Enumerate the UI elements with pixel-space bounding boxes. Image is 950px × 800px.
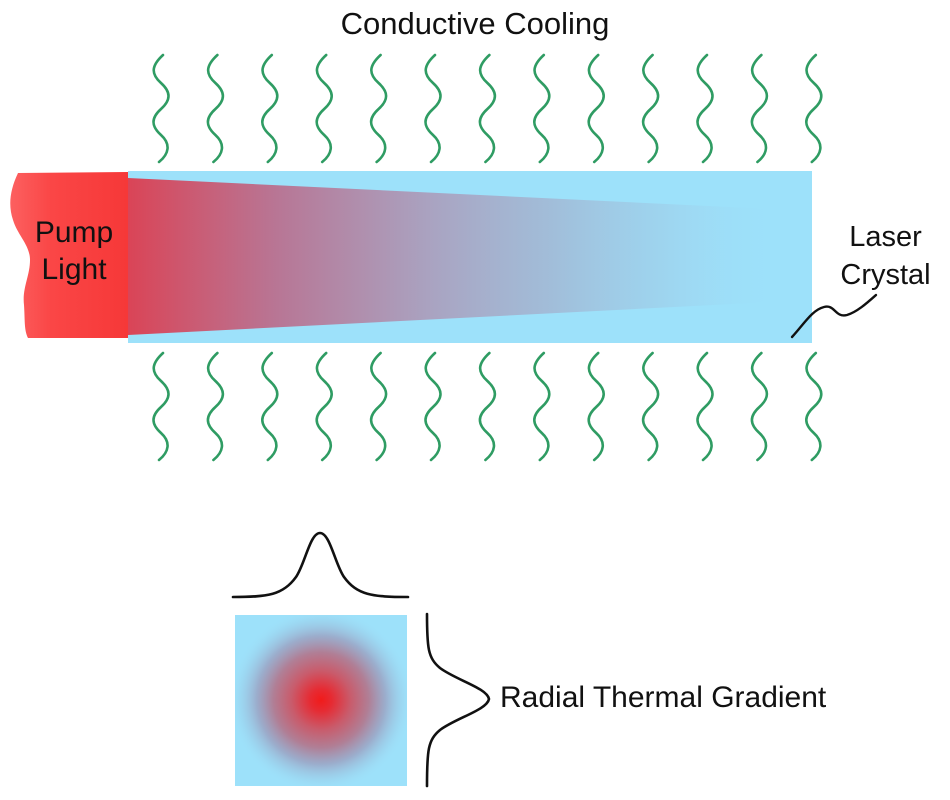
wave-squiggle [369, 53, 388, 164]
laser-crystal-label: Laser Crystal [840, 221, 931, 291]
wave-squiggle [424, 53, 442, 164]
wave-squiggle [206, 53, 225, 164]
wave-squiggle [315, 351, 334, 462]
radial-thermal-gradient-label: Radial Thermal Gradient [500, 681, 827, 714]
wave-squiggle [260, 351, 279, 462]
wave-squiggle [315, 53, 334, 164]
wave-squiggle [152, 351, 170, 462]
crystal-pointer-line [790, 293, 878, 339]
wave-squiggle [587, 351, 606, 462]
wave-squiggle [478, 53, 497, 164]
wave-squiggle [641, 53, 660, 164]
wave-squiggle [478, 351, 497, 462]
wave-squiggle [587, 53, 606, 164]
wave-squiggle [532, 351, 551, 462]
cooling-waves-bottom [152, 351, 823, 462]
pump-beam-cone [128, 178, 812, 335]
wave-squiggle [750, 351, 769, 462]
wave-squiggle [424, 351, 442, 462]
pump-light-label: Pump Light [34, 216, 114, 286]
pump-light-shape [10, 172, 129, 338]
thermal-hotspot [235, 615, 407, 786]
diagram-title: Conductive Cooling [340, 6, 610, 41]
wave-squiggle [696, 351, 714, 462]
wave-squiggle [804, 351, 823, 462]
wave-squiggle [750, 53, 769, 164]
wave-squiggle [206, 351, 225, 462]
horizontal-gaussian-curve [231, 531, 410, 599]
wave-squiggle [152, 53, 170, 164]
vertical-gaussian-curve [425, 612, 491, 788]
wave-squiggle [696, 53, 714, 164]
cooling-waves-top [152, 53, 823, 164]
wave-squiggle [260, 53, 279, 164]
wave-squiggle [532, 53, 551, 164]
wave-squiggle [641, 351, 660, 462]
wave-squiggle [369, 351, 388, 462]
wave-squiggle [804, 53, 823, 164]
